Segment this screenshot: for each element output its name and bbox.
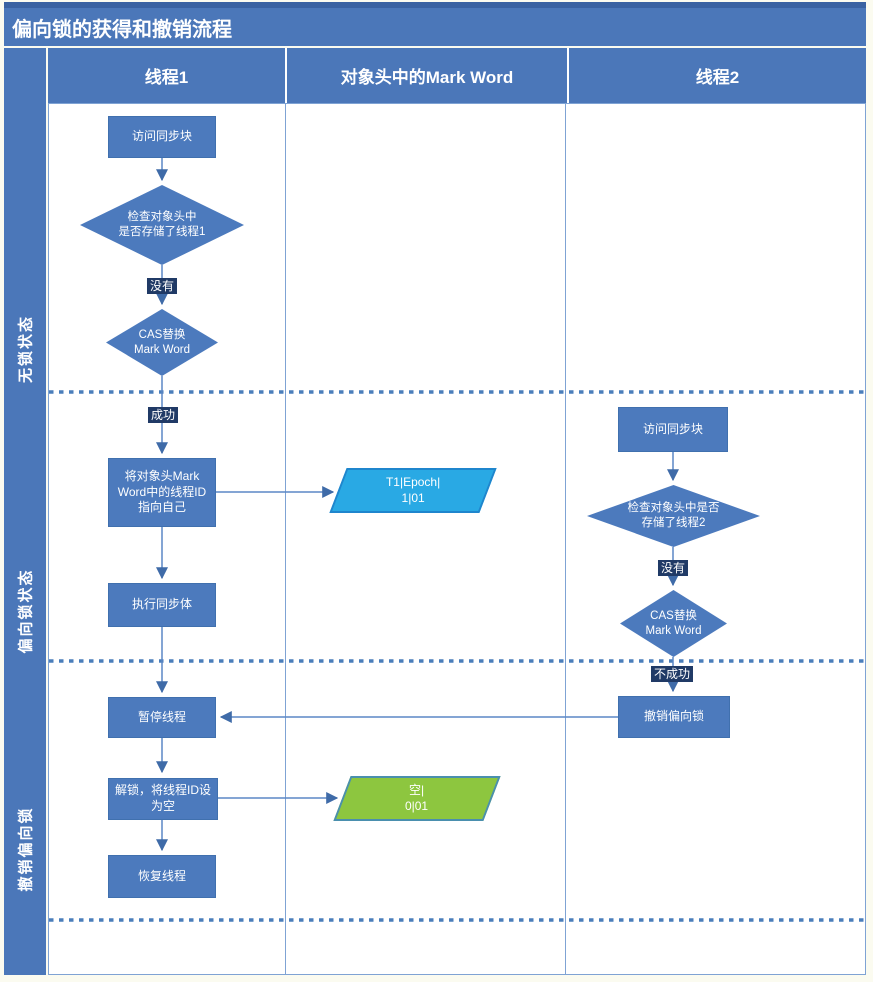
lane-divider-2	[565, 103, 566, 975]
phase-sidebar	[4, 48, 46, 975]
node-t2-revoke-lock: 撤销偏向锁	[618, 696, 730, 738]
lane-header-thread2: 线程2	[569, 48, 866, 103]
lane-header-markword: 对象头中的Mark Word	[287, 48, 567, 103]
markword-biased-value: T1|Epoch| 1|01	[385, 474, 441, 505]
badge-t1-success: 成功	[147, 407, 179, 423]
markword-empty-parallelogram: 空| 0|01	[333, 776, 501, 821]
badge-t2-no: 没有	[657, 560, 689, 576]
badge-t1-no: 没有	[146, 278, 178, 294]
diagram-title: 偏向锁的获得和撤销流程	[4, 2, 866, 46]
lane-header-thread1: 线程1	[48, 48, 285, 103]
badge-t2-fail: 不成功	[650, 666, 694, 682]
node-t1-set-thread-id: 将对象头Mark Word中的线程ID 指向自己	[108, 458, 216, 527]
node-t1-access: 访问同步块	[108, 116, 216, 158]
node-t2-access: 访问同步块	[618, 407, 728, 452]
markword-empty-value: 空| 0|01	[405, 782, 429, 813]
lane-header-row: 线程1 对象头中的Mark Word 线程2	[48, 48, 866, 103]
node-t1-pause-thread: 暂停线程	[108, 697, 216, 738]
lane-divider-1	[285, 103, 286, 975]
markword-biased-parallelogram: T1|Epoch| 1|01	[329, 468, 497, 513]
node-t1-resume-thread: 恢复线程	[108, 855, 216, 898]
node-t1-exec-sync: 执行同步体	[108, 583, 216, 627]
node-t1-unlock: 解锁，将线程ID设 为空	[108, 778, 218, 820]
